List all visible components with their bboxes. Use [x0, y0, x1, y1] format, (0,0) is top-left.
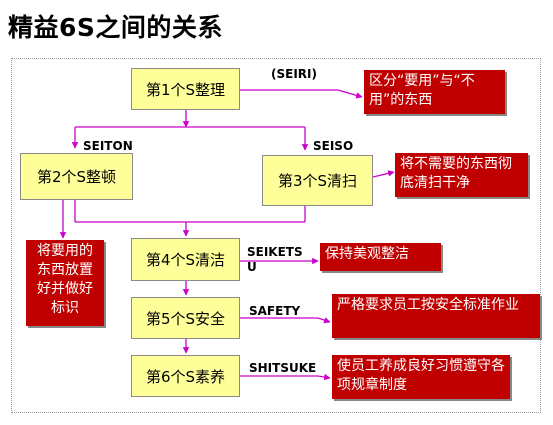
note-s4-text: 保持美观整洁: [325, 246, 409, 262]
note-s1: 区分“要用”与“不用”的东西: [364, 70, 505, 114]
node-s6: 第6个S素养: [131, 355, 240, 397]
note-s4: 保持美观整洁: [320, 243, 441, 271]
node-s3: 第3个S清扫: [262, 155, 373, 206]
arrow-s5-note: [317, 317, 331, 324]
label-seiri: (SEIRI): [271, 67, 317, 81]
note-s1-text: 区分“要用”与“不用”的东西: [369, 73, 475, 108]
node-s2-label: 第2个S整顿: [36, 168, 117, 186]
page-title: 精益6S之间的关系: [8, 13, 223, 42]
arrow-s1-note: [337, 89, 363, 99]
label-safety: SAFETY: [249, 304, 301, 318]
node-s2: 第2个S整顿: [20, 153, 133, 200]
node-s5: 第5个S安全: [131, 297, 240, 339]
node-s4: 第4个S清洁: [131, 238, 240, 281]
note-s2-text: 将要用的东西放置好并做好标识: [37, 243, 93, 316]
diagram-frame: [11, 58, 541, 413]
node-s3-label: 第3个S清扫: [277, 172, 358, 190]
note-s6: 使员工养成良好习惯遵守各项规章制度: [332, 355, 510, 399]
node-s6-label: 第6个S素养: [145, 367, 226, 386]
label-shitsuke: SHITSUKE: [249, 361, 317, 375]
note-s3: 将不需要的东西彻底清扫干净: [395, 153, 528, 197]
node-s5-label: 第5个S安全: [145, 309, 226, 328]
label-seiso: SEISO: [313, 139, 354, 153]
arrow-s6-note: [317, 373, 331, 381]
node-s1-label: 第1个S整理: [145, 80, 226, 99]
node-s4-label: 第4个S清洁: [145, 251, 226, 269]
label-seiketsu-line2: U: [247, 260, 257, 274]
note-s5: 严格要求员工按安全标准作业: [332, 294, 540, 338]
arrow-s3-note: [372, 170, 395, 178]
label-seiketsu-line1: SEIKETS: [247, 245, 303, 259]
label-seiketsu: SEIKETS U: [247, 245, 303, 275]
note-s6-text: 使员工养成良好习惯遵守各项规章制度: [337, 358, 505, 393]
note-s3-text: 将不需要的东西彻底清扫干净: [400, 156, 512, 191]
note-s5-text: 严格要求员工按安全标准作业: [337, 297, 519, 313]
node-s1: 第1个S整理: [131, 68, 240, 110]
label-seiton: SEITON: [83, 139, 133, 153]
note-s2: 将要用的东西放置好并做好标识: [26, 240, 104, 326]
